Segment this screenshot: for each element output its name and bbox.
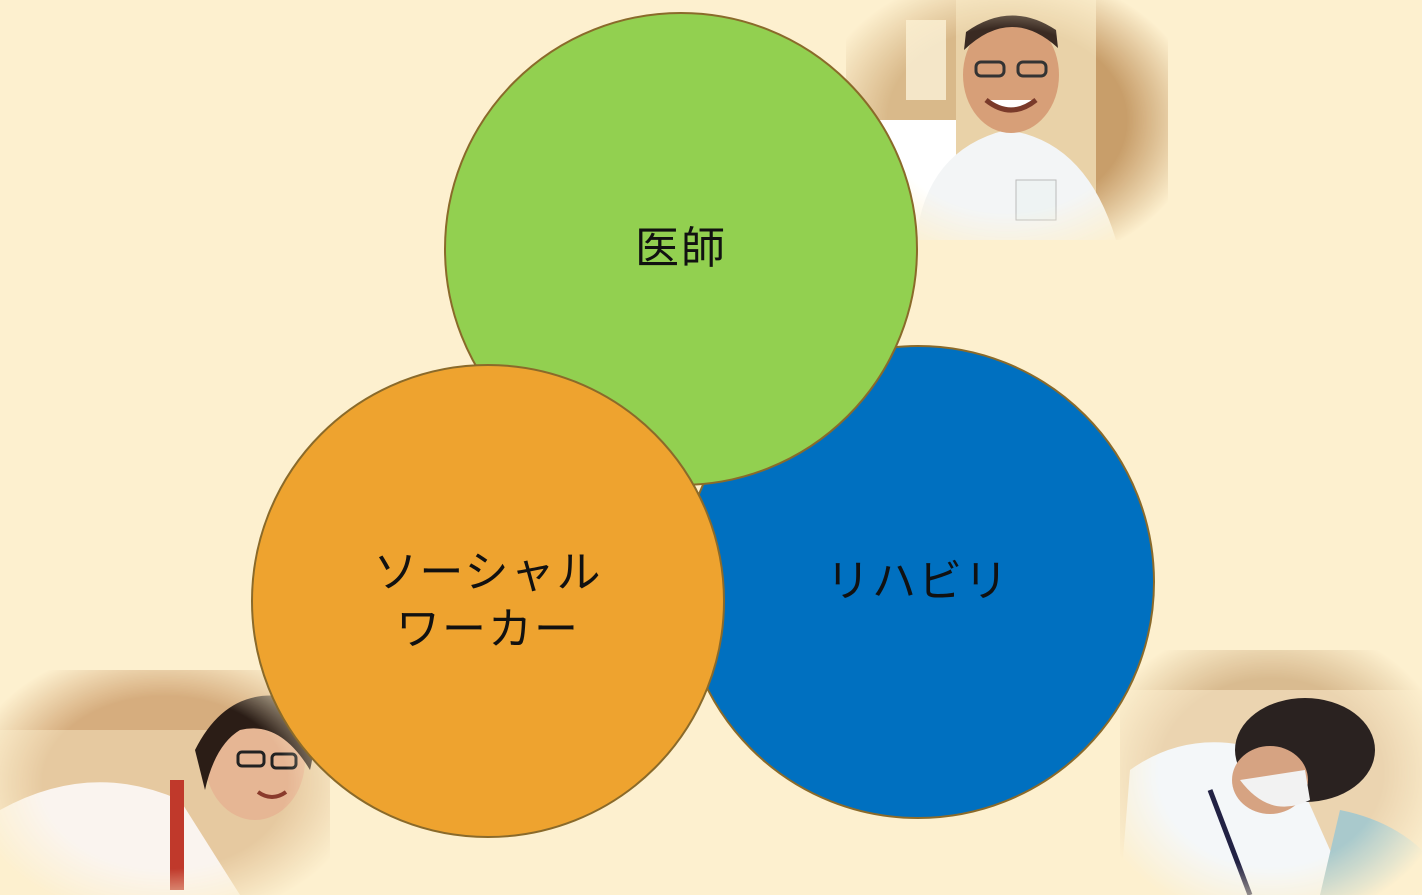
- node-social-worker-label-line-1: ソーシャル: [373, 546, 603, 598]
- node-rehab-label-line-1: リハビリ: [826, 556, 1010, 608]
- node-social-worker-label: ソーシャル ワーカー: [373, 544, 602, 658]
- social-worker-photo: [0, 670, 330, 895]
- node-social-worker: ソーシャル ワーカー: [251, 364, 725, 838]
- node-social-worker-label-line-2: ワーカー: [396, 604, 580, 655]
- node-rehab-label: リハビリ: [826, 553, 1010, 610]
- rehab-photo: [1120, 650, 1422, 895]
- node-doctor-label: 医師: [635, 220, 727, 277]
- node-doctor-label-line-1: 医師: [635, 223, 727, 275]
